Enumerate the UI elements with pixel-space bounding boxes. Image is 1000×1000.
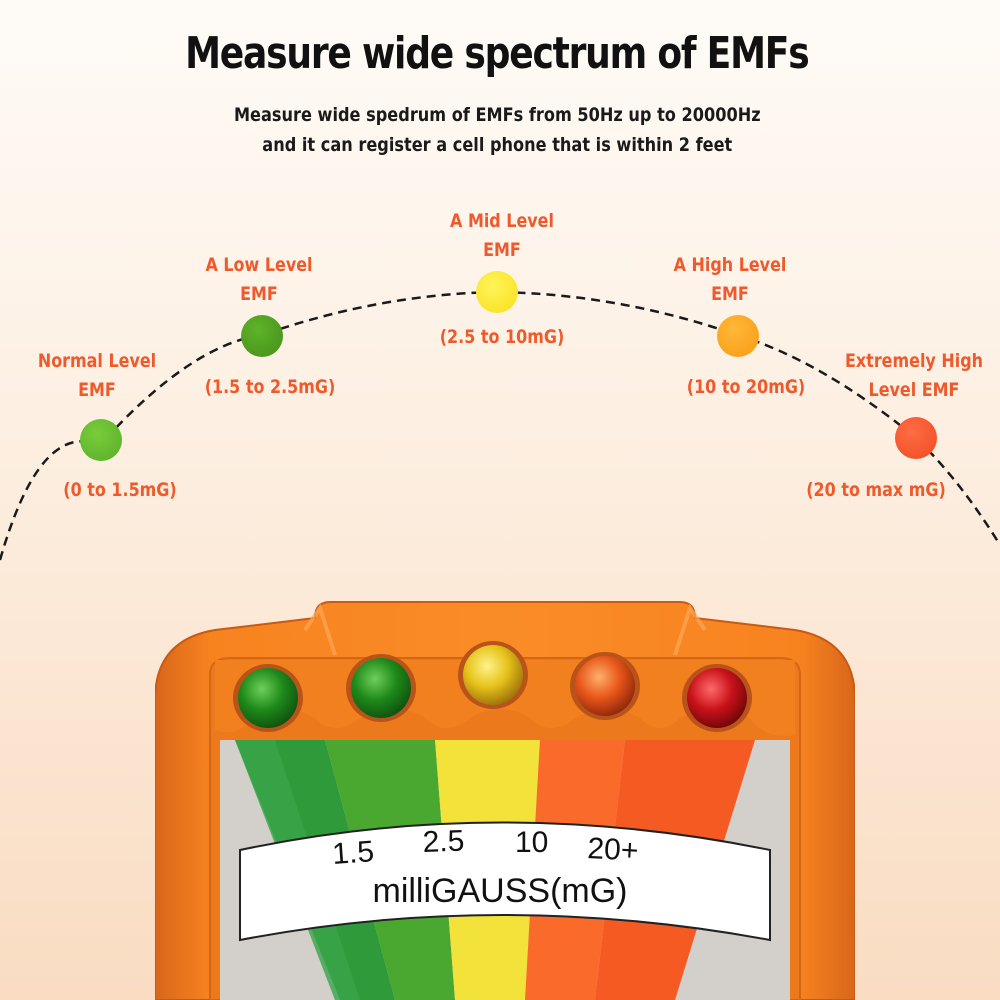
level-mid-name-line1: A Mid Level <box>450 210 554 232</box>
led-green-1 <box>238 668 298 728</box>
level-high-name-line1: A High Level <box>673 254 787 276</box>
scale-value-10: 10 <box>515 826 548 859</box>
level-mid-dot <box>476 271 518 313</box>
level-normal-name-line1: Normal Level <box>37 350 157 372</box>
led-row <box>233 641 752 732</box>
level-low-name-line1: A Low Level <box>205 254 313 276</box>
level-normal-name-line2: EMF <box>78 379 116 401</box>
level-mid-range: (2.5 to 10mG) <box>439 326 565 348</box>
level-mid-label: A Mid Level EMF <box>450 207 554 265</box>
scale-label-band <box>239 821 771 942</box>
page-title: Measure wide spectrum of EMFs <box>185 28 810 79</box>
level-normal-label: Normal Level EMF <box>38 347 156 405</box>
level-low-name-line2: EMF <box>240 283 278 305</box>
level-high-name-line2: EMF <box>711 283 749 305</box>
level-high-range: (10 to 20mG) <box>686 376 806 398</box>
level-low-dot <box>241 315 283 357</box>
level-high-dot <box>717 315 759 357</box>
level-extreme-range: (20 to max mG) <box>806 479 946 501</box>
led-yellow <box>463 645 523 705</box>
level-extreme-name-line1: Extremely High <box>844 350 984 372</box>
led-orange <box>575 656 635 716</box>
scale-unit-label: milliGAUSS(mG) <box>373 872 628 910</box>
level-high-label: A High Level EMF <box>674 251 787 309</box>
scale-value-20-plus: 20+ <box>587 832 640 868</box>
led-red <box>687 668 747 728</box>
level-extreme-name-line2: Level EMF <box>868 379 960 401</box>
level-extreme-label: Extremely High Level EMF <box>845 347 983 405</box>
level-mid-name-line2: EMF <box>483 239 521 261</box>
level-extreme-dot <box>895 417 937 459</box>
scale-value-1-5: 1.5 <box>331 835 375 871</box>
led-green-2 <box>351 658 411 718</box>
subtitle-line-2: and it can register a cell phone that is… <box>262 134 733 156</box>
level-normal-range: (0 to 1.5mG) <box>63 479 177 501</box>
level-normal-dot <box>80 419 122 461</box>
level-low-label: A Low Level EMF <box>205 251 312 309</box>
emf-meter-device: 1.5 2.5 10 20+ milliGAUSS(mG) <box>155 601 855 1000</box>
subtitle-line-1: Measure wide spedrum of EMFs from 50Hz u… <box>233 104 761 126</box>
scale-value-2-5: 2.5 <box>422 825 465 859</box>
level-low-range: (1.5 to 2.5mG) <box>204 376 336 398</box>
